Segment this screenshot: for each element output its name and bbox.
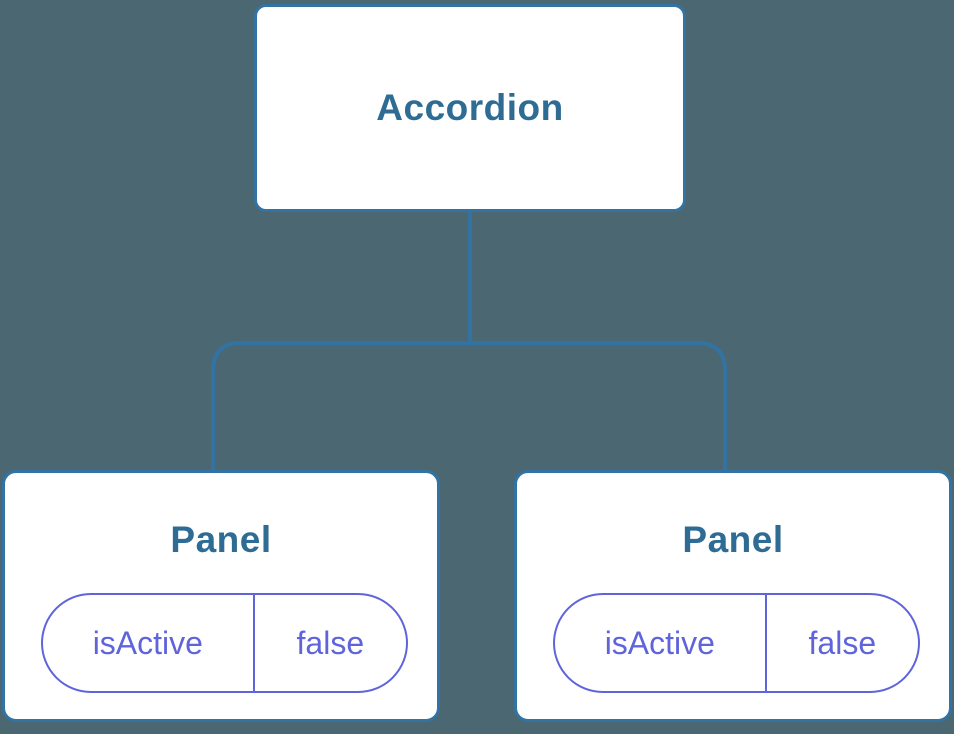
panel-2-state-pill: isActive false: [553, 593, 920, 693]
panel-1-state-pill: isActive false: [41, 593, 408, 693]
root-node-accordion: Accordion: [254, 4, 686, 212]
panel-1-state-value: false: [296, 624, 365, 661]
panel-1-state-name: isActive: [43, 595, 255, 691]
child-node-panel-2: Panel isActive false: [514, 470, 952, 722]
panel-2-state-value: false: [808, 624, 877, 661]
child-node-panel-1: Panel isActive false: [2, 470, 440, 722]
branch-bracket-line: [211, 341, 727, 470]
panel-2-state-name: isActive: [555, 595, 767, 691]
root-node-label: Accordion: [376, 87, 564, 128]
panel-1-label: Panel: [170, 519, 272, 560]
panel-2-label: Panel: [682, 519, 784, 560]
